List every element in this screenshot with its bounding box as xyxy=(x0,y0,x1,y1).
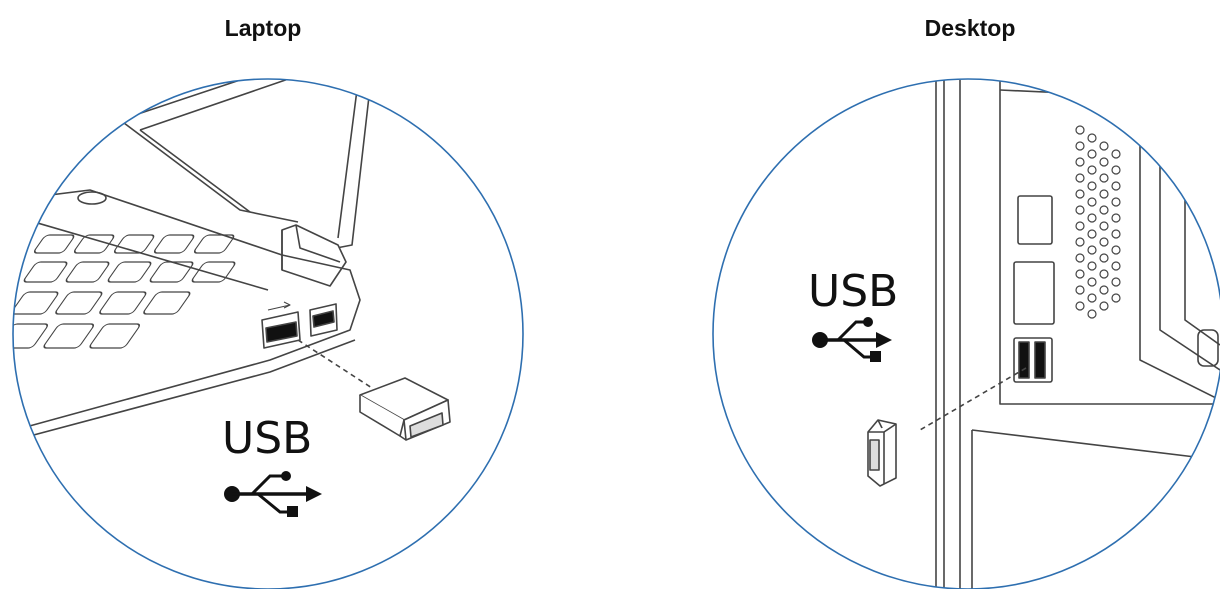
laptop-hinge xyxy=(282,225,346,286)
desktop-usb-icon xyxy=(812,317,892,362)
desktop-illustration: USB xyxy=(713,79,1220,589)
desktop-circle-frame xyxy=(713,79,1220,589)
desktop-tower xyxy=(936,80,1220,589)
desktop-receiver-dongle xyxy=(868,420,896,486)
laptop-usb-icon xyxy=(224,471,322,517)
laptop-base xyxy=(10,190,360,440)
desktop-vents xyxy=(1076,126,1120,318)
desktop-front-ports xyxy=(1014,196,1054,382)
laptop-usb-label: USB xyxy=(222,413,312,464)
laptop-receiver-dongle xyxy=(360,378,450,440)
laptop-illustration: USB xyxy=(0,60,523,589)
desktop-usb-label: USB xyxy=(808,266,898,317)
laptop-keyboard xyxy=(0,235,237,348)
